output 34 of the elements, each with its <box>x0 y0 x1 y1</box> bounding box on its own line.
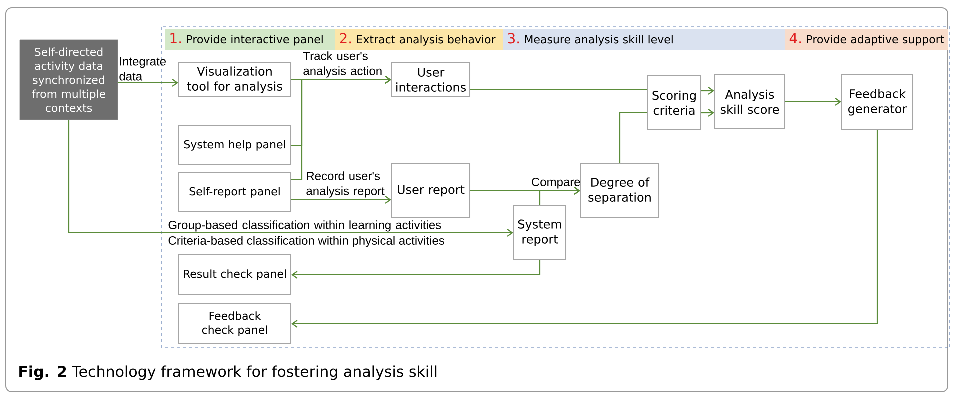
edge-label: Compare <box>532 178 580 189</box>
process-box: Scoring criteria <box>648 76 702 130</box>
classification-label: Criteria-based classification within physical activities <box>168 236 444 248</box>
arrow <box>292 260 541 279</box>
edge-label: Group-based classification within learning activities <box>168 220 442 232</box>
caption: Fig. 2 Technology framework for fostering analysis skill <box>20 366 437 380</box>
process-box: Result check panel <box>178 254 292 296</box>
stage-band: 2. Extract analysis behavior <box>335 29 504 50</box>
process-box: Analysis skill score <box>714 74 786 130</box>
arrow <box>292 196 392 204</box>
arrow <box>292 130 878 328</box>
process-box: Feedback check panel <box>178 304 292 344</box>
process-box: System report <box>514 206 566 260</box>
edge-label: Integrate data <box>120 57 166 81</box>
arrow <box>68 120 514 237</box>
process-box: Feedback generator <box>842 74 914 130</box>
arrow <box>702 87 714 95</box>
process-box: System help panel <box>178 126 292 166</box>
arrow <box>786 98 842 106</box>
stage-band: 4. Provide adaptive support <box>785 29 948 50</box>
edge-label: Record user's analysis report <box>306 172 385 198</box>
process-box: Visualization tool for analysis <box>178 62 292 98</box>
data-source-box: Self-directed activity data synchronized from multiple contexts <box>20 40 118 120</box>
arrow <box>292 76 392 181</box>
arrow <box>118 79 178 87</box>
stage-band: 3. Measure analysis skill level <box>503 29 786 50</box>
process-box: User report <box>392 164 470 218</box>
process-box: Self-report panel <box>178 172 292 212</box>
process-box: Degree of separation <box>580 164 660 218</box>
arrow <box>702 109 714 117</box>
process-box: User interactions <box>392 62 470 98</box>
edge-label: Track user's analysis action <box>303 52 382 78</box>
stage-band: 1. Provide interactive panel <box>165 29 336 50</box>
arrow <box>539 187 580 206</box>
